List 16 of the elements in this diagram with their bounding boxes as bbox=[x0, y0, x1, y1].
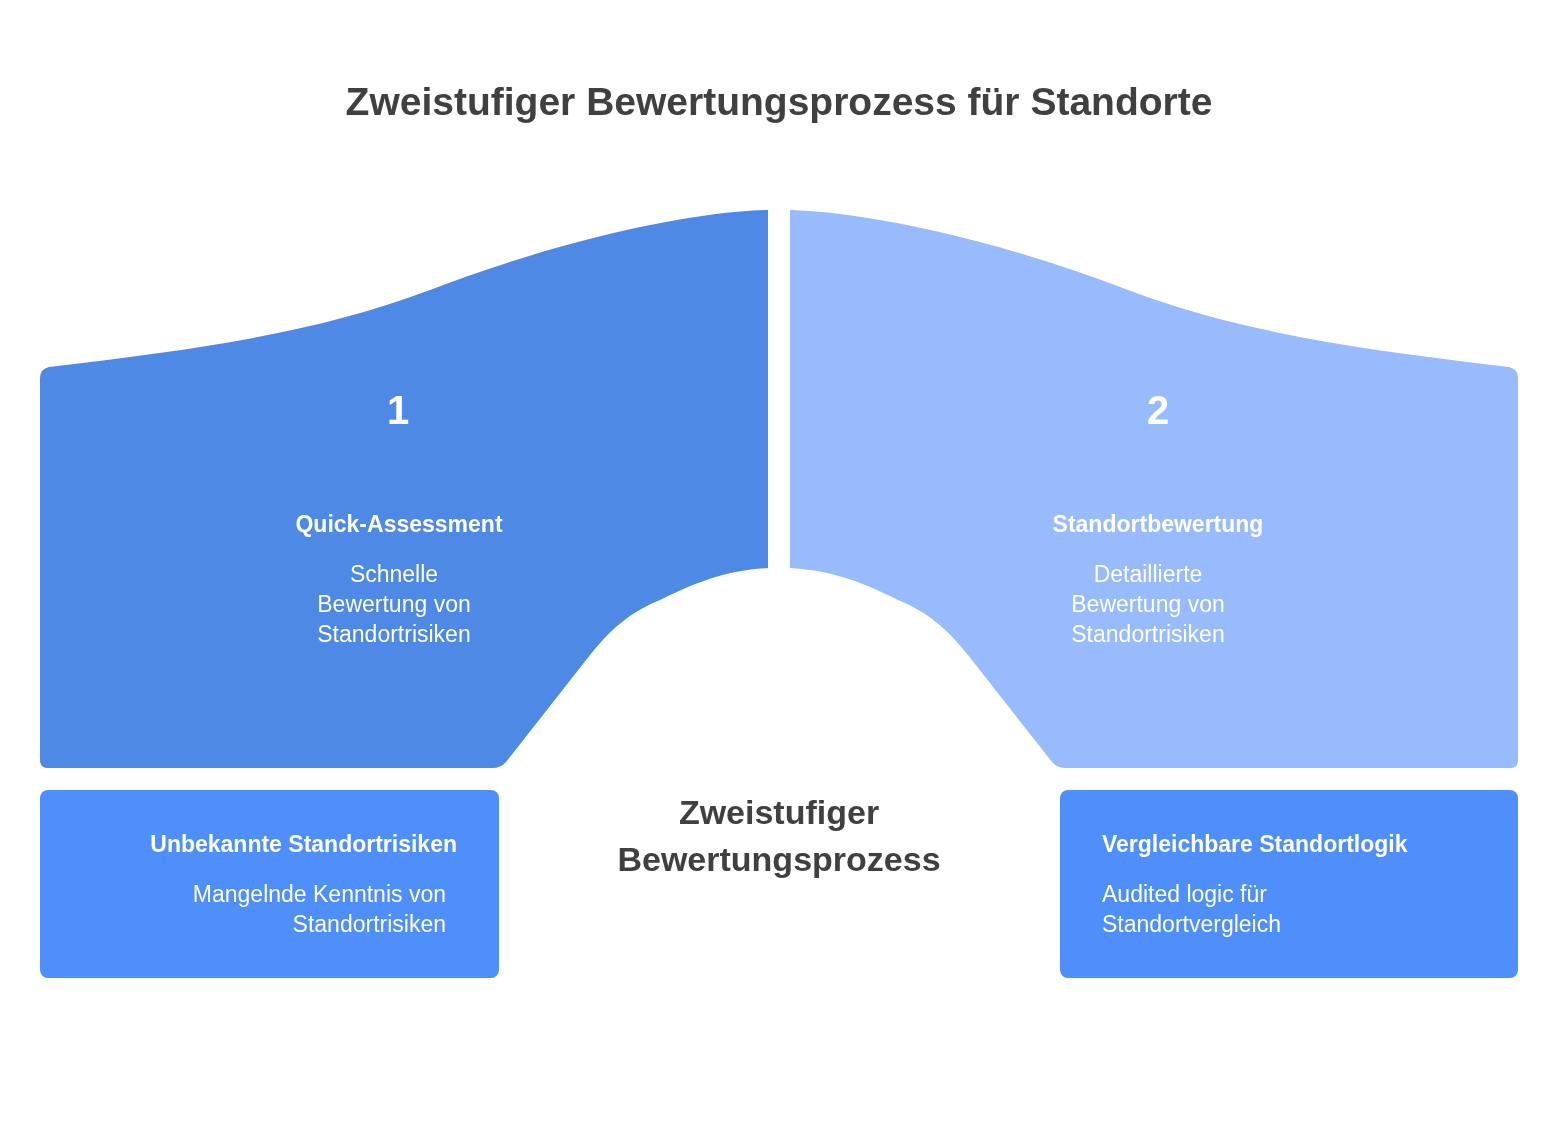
step-shape bbox=[790, 210, 1518, 768]
step-title: Standortbewertung bbox=[1051, 510, 1265, 539]
center-label: Zweistufiger Bewertungsprozess bbox=[616, 792, 942, 880]
step-number: 1 bbox=[385, 387, 411, 433]
step-shape bbox=[40, 210, 768, 768]
diagram-title: Zweistufiger Bewertungsprozess für Standorte bbox=[344, 80, 1214, 124]
card-title: Vergleichbare Standortlogik bbox=[1102, 830, 1409, 859]
step-title: Quick-Assessment bbox=[294, 510, 504, 539]
card-description: Mangelnde Kenntnis von Standortrisiken bbox=[191, 880, 446, 939]
info-card bbox=[1060, 790, 1518, 978]
step-number: 2 bbox=[1145, 387, 1171, 433]
step-description: Schnelle Bewertung von Standortrisiken bbox=[316, 560, 472, 649]
card-description: Audited logic für Standortvergleich bbox=[1102, 880, 1282, 939]
step-description: Detaillierte Bewertung von Standortrisiken bbox=[1070, 560, 1226, 649]
card-title: Unbekannte Standortrisiken bbox=[149, 830, 457, 859]
info-card bbox=[40, 790, 499, 978]
